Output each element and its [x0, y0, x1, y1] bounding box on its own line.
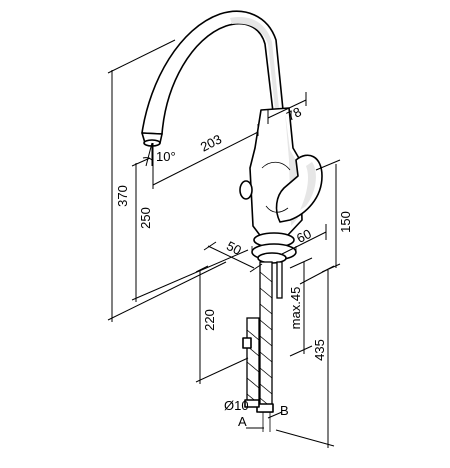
dim-60-label: 60: [294, 226, 314, 246]
dim-250: 250: [131, 157, 249, 302]
dim-220-label: 220: [202, 309, 217, 331]
dim-78-label: 78: [284, 104, 304, 124]
dim-220: 220: [195, 265, 249, 384]
dim-diameter-label: Ø10: [224, 398, 249, 413]
dim-angle: 10°: [142, 142, 176, 167]
dim-370: 370: [107, 39, 227, 322]
dim-max45-label: max.45: [288, 287, 303, 330]
dim-angle-label: 10°: [156, 149, 176, 164]
dim-150-label: 150: [338, 211, 353, 233]
supply-hoses: [242, 261, 283, 432]
label-b: B: [280, 403, 289, 418]
dim-435-label: 435: [312, 339, 327, 361]
dim-max45: max.45: [288, 257, 313, 357]
dim-78: 78: [267, 92, 307, 124]
hose-end-labels: Ø10 A B: [224, 398, 289, 429]
label-a: A: [238, 414, 247, 429]
dim-370-label: 370: [115, 185, 130, 207]
faucet-body: [239, 107, 323, 264]
dim-250-label: 250: [138, 207, 153, 229]
dim-50-label: 50: [224, 238, 244, 258]
dim-60: 60: [281, 224, 327, 255]
dim-50: 50: [203, 238, 263, 273]
dim-435: 435: [275, 265, 335, 448]
